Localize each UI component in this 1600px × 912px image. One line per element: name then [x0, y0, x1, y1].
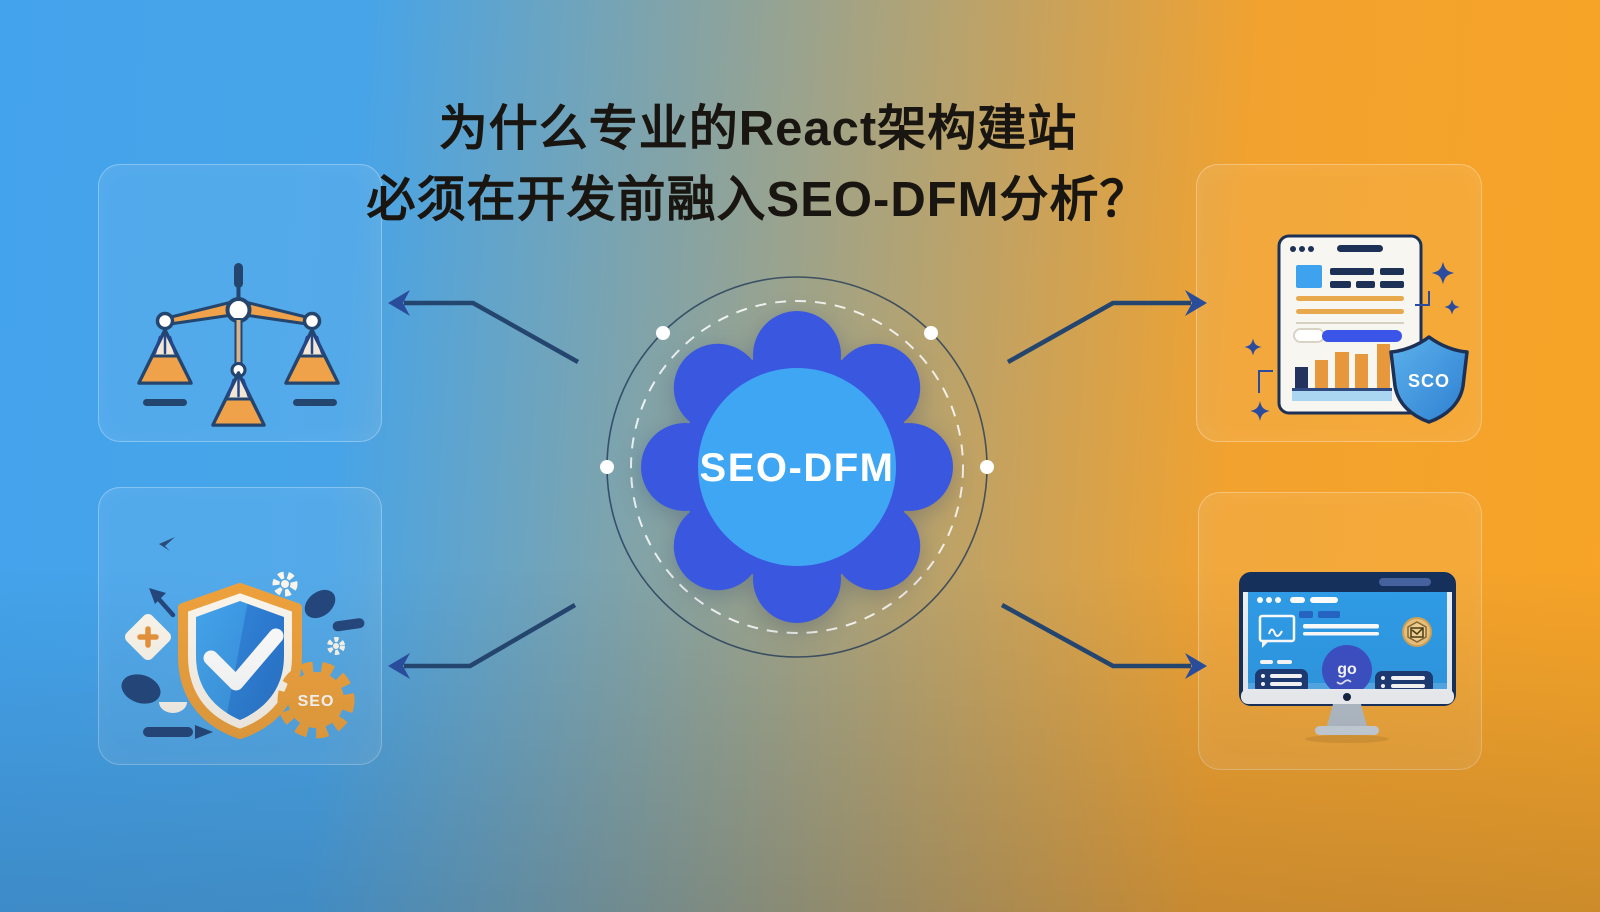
page-title: 为什么专业的React架构建站 必须在开发前融入SEO-DFM分析？	[0, 94, 1558, 236]
hexagon-badge-icon	[1402, 617, 1432, 647]
dashed-ring	[630, 300, 964, 634]
sparkle-icon	[1244, 261, 1460, 421]
arrow-to-bottom-right	[1000, 603, 1191, 669]
decor-crescent	[159, 702, 187, 713]
image-placeholder	[1258, 614, 1296, 648]
arrow-to-bottom-left	[404, 603, 577, 669]
progress-bar	[1322, 330, 1402, 342]
arrowhead-icon	[388, 653, 410, 679]
card-shield-check: SEO	[98, 487, 382, 765]
decor-bar	[332, 618, 365, 632]
small-gear-icon	[272, 571, 298, 597]
seo-gear-icon: SEO	[277, 661, 355, 739]
center-badge-label: SEO-DFM	[700, 446, 895, 490]
content-card	[1255, 669, 1308, 694]
paper-plane-icon	[159, 537, 175, 551]
ring-dots	[600, 326, 994, 474]
report-shield-label: SCO	[1408, 371, 1450, 391]
document	[1277, 234, 1423, 415]
monitor-badge-label: go	[1337, 661, 1357, 678]
website-monitor-icon: go	[1239, 572, 1456, 743]
checkmark-icon	[203, 628, 284, 691]
small-gear-icon	[327, 637, 345, 655]
content-card	[1375, 671, 1433, 694]
center-badge: SEO-DFM	[577, 247, 1017, 687]
badge-core	[698, 368, 896, 566]
arrowhead-icon	[388, 290, 410, 316]
monitor-stand	[1241, 689, 1454, 735]
card-website-monitor: go	[1198, 492, 1482, 770]
website-screen: go	[1248, 592, 1447, 695]
bar-chart	[1292, 344, 1392, 401]
decor-bar	[143, 727, 193, 737]
card-balance-scales	[98, 164, 382, 442]
arrow-to-top-right	[1006, 300, 1191, 364]
card-seo-report: SCO	[1196, 164, 1482, 442]
plus-diamond-icon	[125, 614, 171, 660]
arrow-up-left-icon	[149, 588, 176, 618]
balance-scale-icon	[137, 263, 340, 427]
arrow-to-top-left	[404, 300, 580, 364]
report-shield-badge: SCO	[1389, 335, 1469, 424]
seo-dfm-badge-icon: SEO-DFM	[600, 276, 994, 658]
seo-report-icon: SCO	[1244, 234, 1469, 424]
title-line-2: 必须在开发前融入SEO-DFM分析？	[366, 173, 1150, 227]
decor-blob	[121, 674, 161, 704]
main-shield	[178, 583, 302, 739]
title-line-1: 为什么专业的React架构建站	[438, 102, 1078, 156]
arrow-right-icon	[195, 725, 213, 739]
center-circle-badge: go	[1322, 645, 1372, 695]
shield-check-icon: SEO	[121, 537, 365, 739]
seo-gear-label: SEO	[298, 693, 335, 710]
decor-blob	[304, 589, 336, 619]
